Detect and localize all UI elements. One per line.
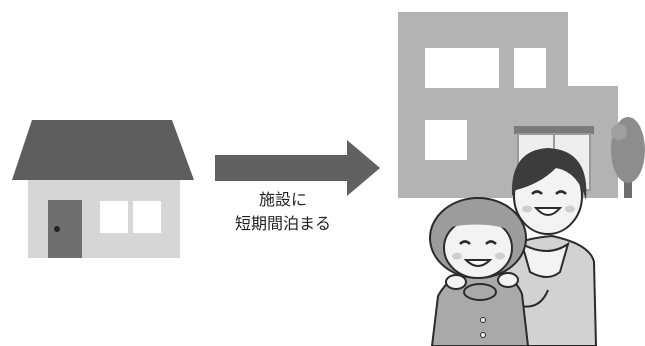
elderly-person-figure — [429, 197, 530, 346]
tree-icon — [611, 117, 645, 198]
house-roof — [12, 120, 194, 180]
caption: 施設に 短期間泊まる — [215, 188, 351, 236]
arrow-right-icon — [215, 140, 380, 196]
house-icon — [12, 120, 194, 258]
facility-building — [398, 12, 618, 198]
building-window — [514, 48, 546, 88]
house-window-right — [133, 201, 161, 233]
house-door — [48, 200, 82, 258]
caption-line-1: 施設に — [258, 190, 307, 209]
building-window — [425, 48, 499, 88]
building-window — [425, 120, 467, 160]
building-awning — [514, 126, 594, 134]
door-knob — [54, 226, 60, 232]
caption-line-2: 短期間泊まる — [234, 214, 331, 233]
house-window-left — [100, 201, 128, 233]
